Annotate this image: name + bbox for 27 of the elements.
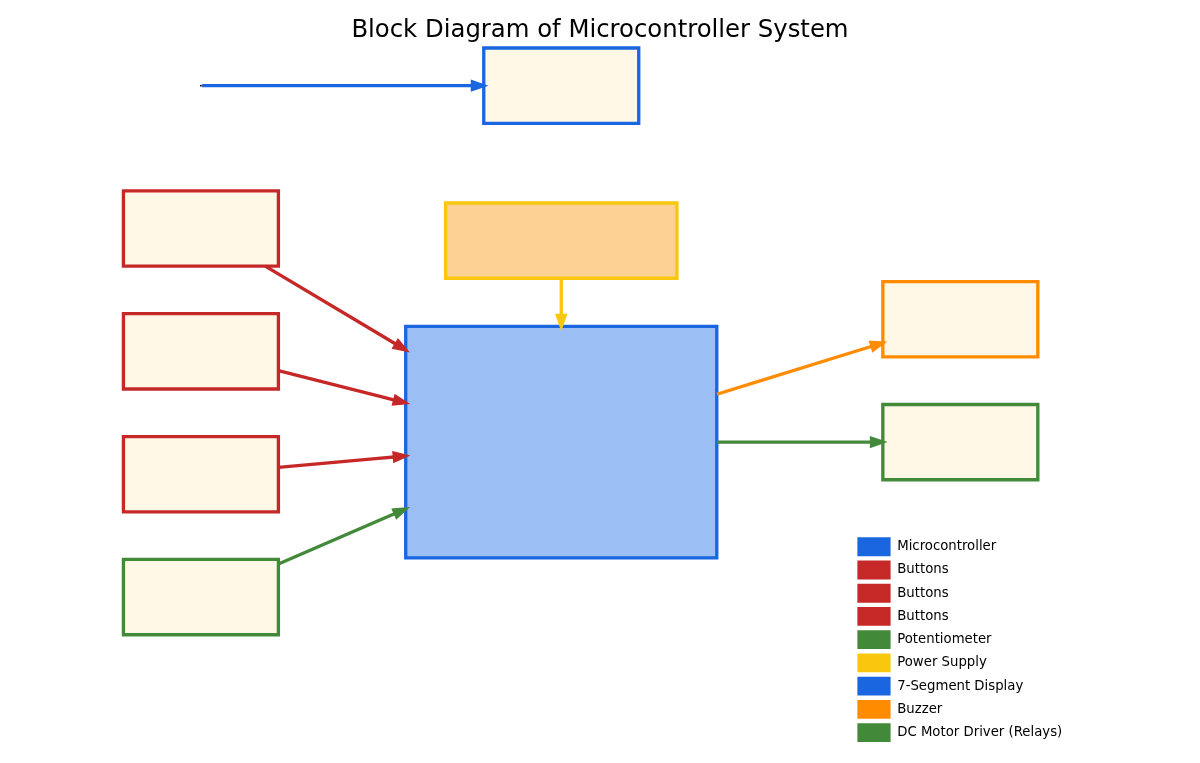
arrow	[716, 435, 888, 449]
node-box	[881, 402, 1040, 482]
legend-label: 7-Segment Display	[897, 677, 1024, 693]
legend-label: Buttons	[897, 561, 949, 577]
node-box	[881, 279, 1040, 359]
arrow	[278, 450, 411, 469]
legend-label: Buttons	[897, 607, 949, 623]
legend-label: Potentiometer	[897, 631, 992, 647]
arrow	[264, 264, 410, 353]
arrow	[202, 79, 489, 92]
legend-label: Buttons	[897, 584, 949, 600]
node-box	[443, 201, 679, 280]
legend-label: Buzzer	[897, 700, 943, 716]
node-box	[404, 324, 719, 560]
arrow	[716, 340, 888, 396]
legend-label: Power Supply	[897, 654, 987, 670]
node-box	[121, 557, 281, 637]
node-box	[121, 312, 281, 391]
arrow	[278, 369, 411, 406]
legend-label: Microcontroller	[897, 538, 997, 554]
node-box	[121, 189, 281, 268]
node-box	[121, 434, 281, 514]
legend-label: DC Motor Driver (Relays)	[897, 724, 1063, 740]
diagram-title: Block Diagram of Microcontroller System	[351, 13, 849, 43]
arrow	[555, 278, 568, 332]
arrow	[277, 507, 410, 566]
node-box	[482, 46, 641, 125]
